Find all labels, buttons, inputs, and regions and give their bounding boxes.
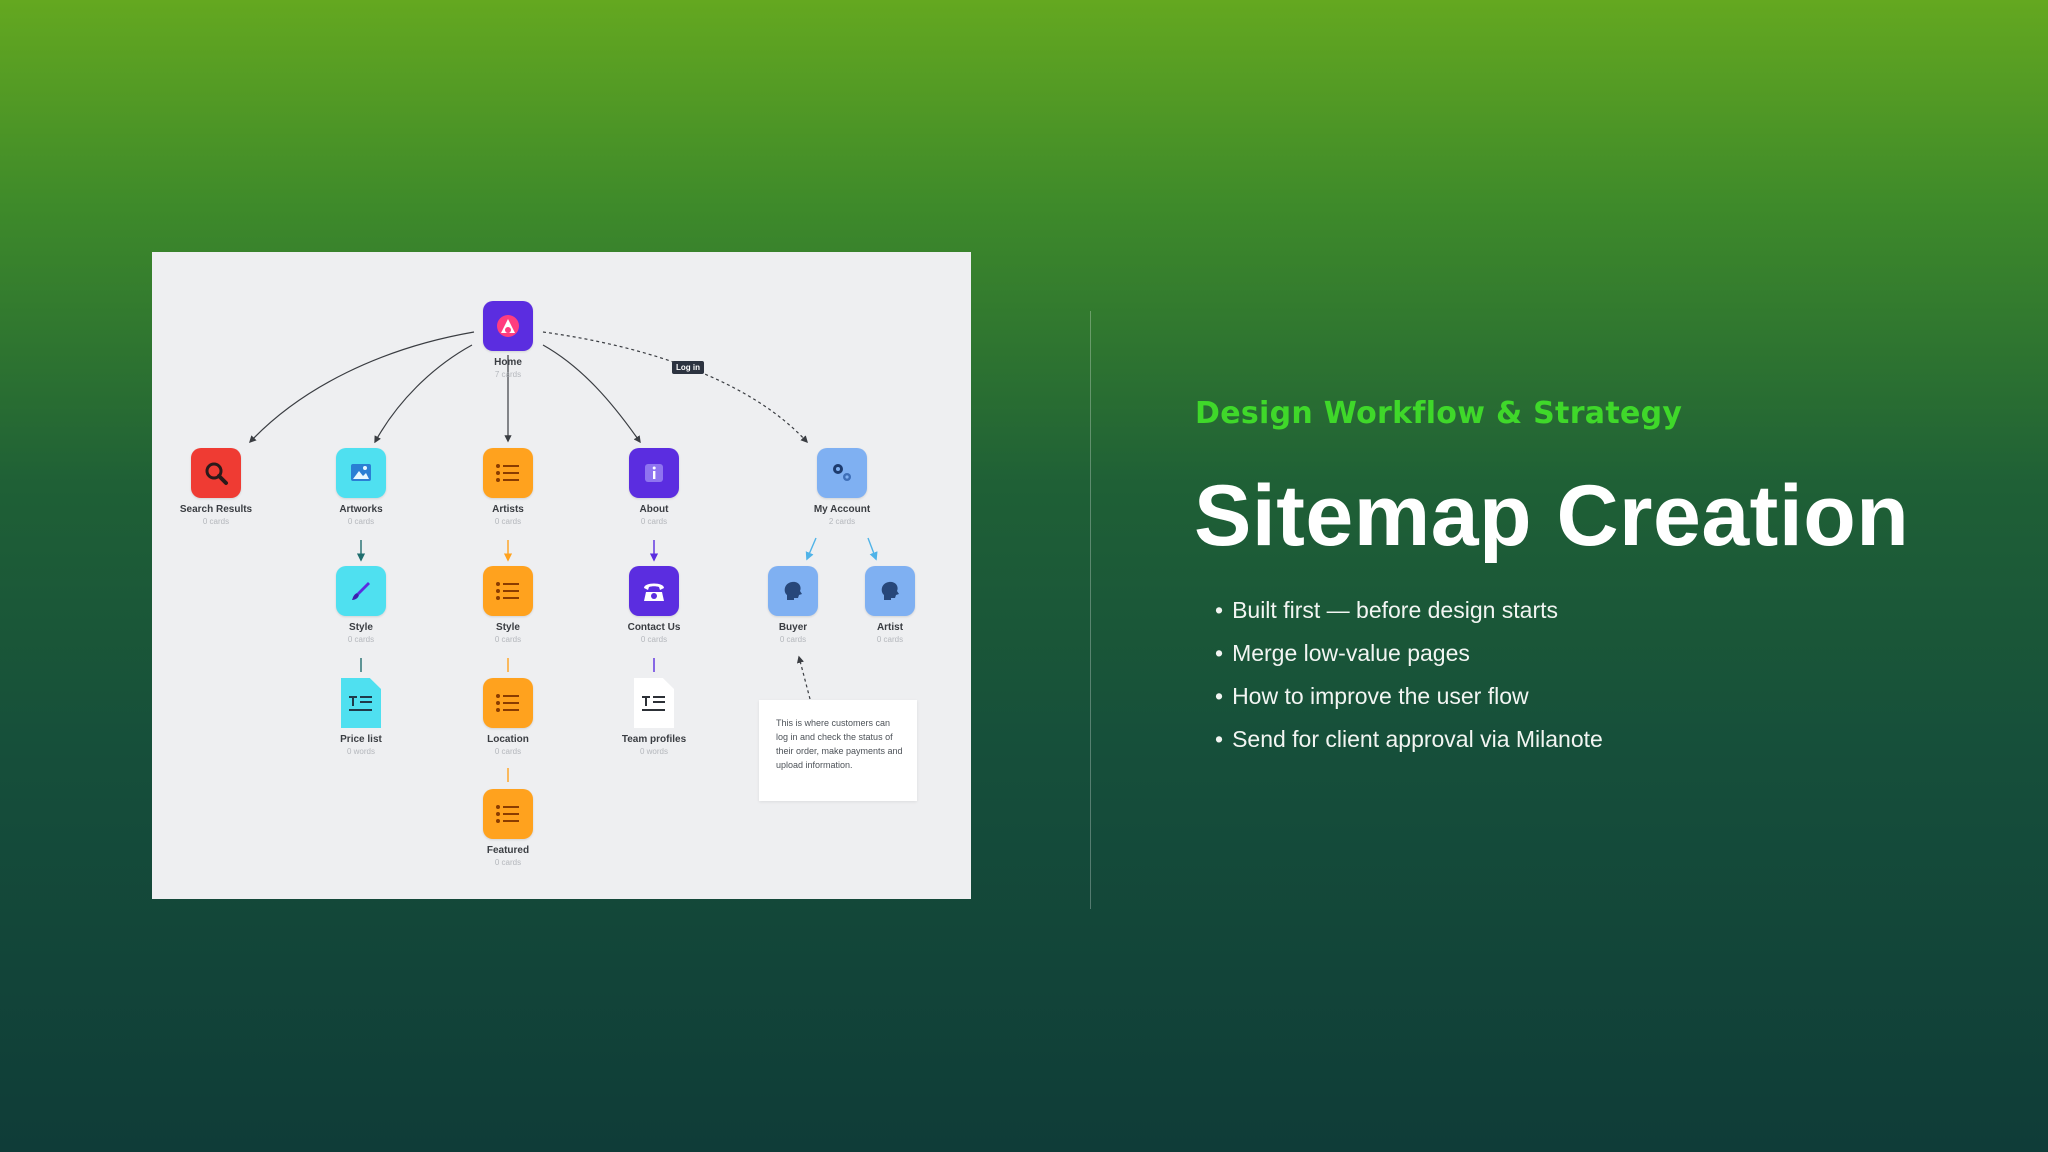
node-label: Contact Us — [627, 622, 681, 633]
sitemap-node-style-artworks[interactable]: Style 0 cards — [281, 566, 441, 645]
bullet-item: •Built first — before design starts — [1215, 597, 1559, 623]
note-card[interactable]: This is where customers can log in and c… — [759, 700, 917, 801]
phone-icon — [629, 566, 679, 616]
node-count: 0 cards — [202, 517, 230, 526]
document-icon — [634, 678, 674, 728]
node-label: Search Results — [179, 504, 253, 515]
node-label: Team profiles — [621, 734, 687, 745]
sitemap-node-buyer[interactable]: Buyer 0 cards — [713, 566, 873, 645]
slide-eyebrow: Design Workflow & Strategy — [1195, 396, 1683, 431]
node-count: 0 words — [639, 747, 668, 756]
node-count: 0 cards — [347, 635, 375, 644]
search-icon — [191, 448, 241, 498]
node-count: 0 cards — [876, 635, 904, 644]
head-icon — [768, 566, 818, 616]
sitemap-node-artists[interactable]: Artists 0 cards — [428, 448, 588, 527]
head-icon — [865, 566, 915, 616]
bullet-item: •How to improve the user flow — [1215, 683, 1529, 709]
list-icon — [483, 789, 533, 839]
node-count: 0 cards — [347, 517, 375, 526]
sitemap-node-featured[interactable]: Featured 0 cards — [428, 789, 588, 868]
vertical-divider — [1090, 311, 1091, 909]
node-count: 0 cards — [640, 517, 668, 526]
sitemap-screenshot: Log in Home 7 cards Search Results 0 car… — [152, 252, 971, 899]
node-label: Style — [496, 622, 520, 633]
node-count: 0 cards — [494, 635, 522, 644]
bullet-text: Built first — before design starts — [1232, 597, 1559, 623]
node-count: 0 cards — [640, 635, 668, 644]
sitemap-node-team-profiles[interactable]: Team profiles 0 words — [574, 678, 734, 757]
list-icon — [483, 678, 533, 728]
sitemap-node-my-account[interactable]: My Account 2 cards — [762, 448, 922, 527]
bullet-item: •Merge low-value pages — [1215, 640, 1470, 666]
bullet-text: Send for client approval via Milanote — [1232, 726, 1603, 752]
bullet-text: Merge low-value pages — [1232, 640, 1470, 666]
document-icon — [341, 678, 381, 728]
sitemap-node-home[interactable]: Home 7 cards — [428, 301, 588, 380]
home-logo-icon — [483, 301, 533, 351]
login-label: Log in — [672, 361, 704, 374]
node-label: Artists — [492, 504, 524, 515]
slide-title: Sitemap Creation — [1194, 468, 1910, 564]
node-count: 0 words — [346, 747, 375, 756]
node-label: Style — [349, 622, 373, 633]
node-label: Location — [487, 734, 529, 745]
sitemap-node-style-artists[interactable]: Style 0 cards — [428, 566, 588, 645]
sitemap-node-search-results[interactable]: Search Results 0 cards — [152, 448, 296, 527]
node-count: 7 cards — [494, 370, 522, 379]
brush-icon — [336, 566, 386, 616]
node-label: Price list — [340, 734, 382, 745]
node-label: My Account — [813, 504, 871, 515]
bullet-list: •Built first — before design starts •Mer… — [1215, 589, 1603, 761]
bullet-item: •Send for client approval via Milanote — [1215, 726, 1603, 752]
node-label: Artworks — [339, 504, 383, 515]
node-label: About — [639, 504, 669, 515]
sitemap-node-about[interactable]: About 0 cards — [574, 448, 734, 527]
info-icon — [629, 448, 679, 498]
sitemap-node-artworks[interactable]: Artworks 0 cards — [281, 448, 441, 527]
gears-icon — [817, 448, 867, 498]
node-label: Buyer — [778, 622, 808, 633]
sitemap-node-artist[interactable]: Artist 0 cards — [810, 566, 970, 645]
bullet-text: How to improve the user flow — [1232, 683, 1529, 709]
node-label: Featured — [486, 845, 530, 856]
node-label: Home — [494, 357, 522, 368]
node-count: 0 cards — [779, 635, 807, 644]
list-icon — [483, 448, 533, 498]
list-icon — [483, 566, 533, 616]
sitemap-node-contact-us[interactable]: Contact Us 0 cards — [574, 566, 734, 645]
image-icon — [336, 448, 386, 498]
sitemap-node-price-list[interactable]: Price list 0 words — [281, 678, 441, 757]
node-count: 0 cards — [494, 517, 522, 526]
sitemap-node-location[interactable]: Location 0 cards — [428, 678, 588, 757]
node-count: 2 cards — [828, 517, 856, 526]
node-label: Artist — [876, 622, 904, 633]
node-count: 0 cards — [494, 858, 522, 867]
node-count: 0 cards — [494, 747, 522, 756]
